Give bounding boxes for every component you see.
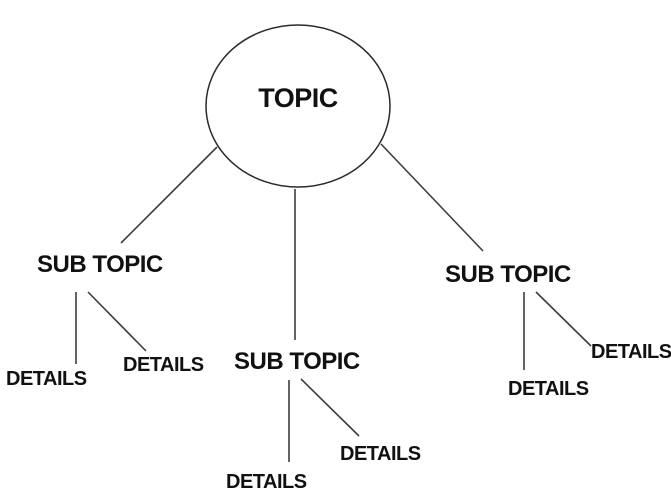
details-node-right-1: DETAILS <box>508 378 589 400</box>
details-node-middle-1: DETAILS <box>226 471 307 493</box>
connector-right-subtopic-to-details-2 <box>535 291 592 347</box>
details-node-middle-2: DETAILS <box>340 443 421 465</box>
subtopic-node-left: SUB TOPIC <box>37 251 163 278</box>
subtopic-node-right: SUB TOPIC <box>445 261 571 288</box>
topic-circle <box>205 24 391 188</box>
connector-topic-to-left-subtopic <box>120 146 218 244</box>
details-node-left-1: DETAILS <box>6 368 87 390</box>
topic-node: TOPIC <box>258 83 338 113</box>
connector-left-subtopic-to-details-2 <box>87 291 147 352</box>
connector-middle-subtopic-to-details-2 <box>300 378 360 437</box>
details-node-right-2: DETAILS <box>591 341 671 363</box>
connector-topic-to-right-subtopic <box>380 143 484 252</box>
details-node-left-2: DETAILS <box>123 354 204 376</box>
subtopic-node-middle: SUB TOPIC <box>234 348 360 375</box>
